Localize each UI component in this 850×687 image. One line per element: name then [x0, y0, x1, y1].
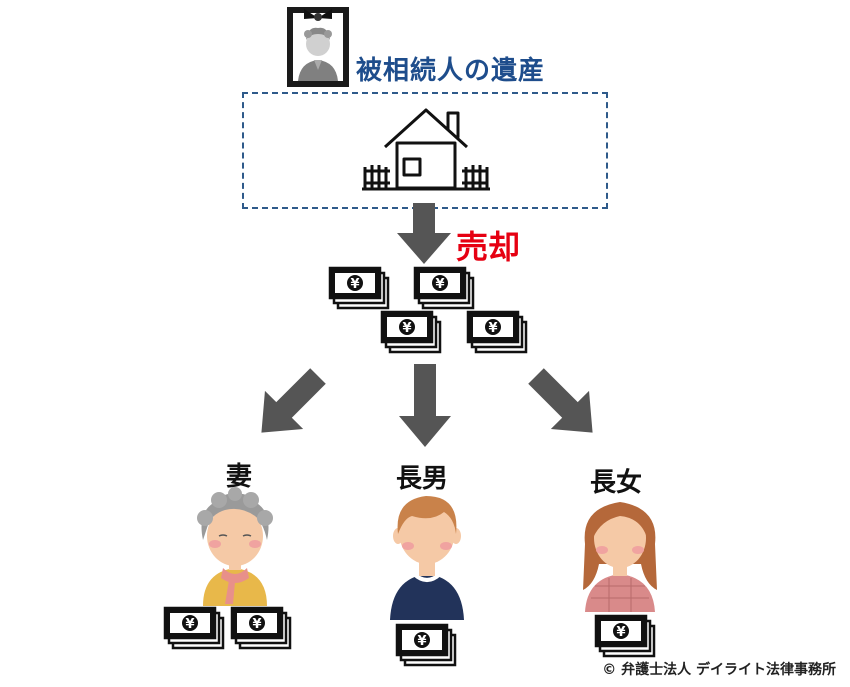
eldest-daughter-icon [583, 502, 657, 612]
copyright-notice: © 弁護士法人 デイライト法律事務所 [602, 662, 836, 678]
money-bundle-icon: ¥ [594, 614, 656, 658]
house-icon [362, 108, 490, 191]
yen-symbol: ¥ [435, 277, 444, 292]
money-bundle-icon: ¥ [380, 310, 442, 354]
money-bundle-icon: ¥ [230, 606, 292, 650]
heir-label-wife: 妻 [225, 462, 252, 492]
yen-symbol: ¥ [185, 617, 194, 632]
yen-symbol: ¥ [252, 617, 261, 632]
arrow-down-center-icon [399, 364, 451, 447]
money-bundle-icon: ¥ [466, 310, 528, 354]
wife-icon [197, 487, 273, 606]
yen-symbol: ¥ [417, 634, 426, 649]
money-bundle-icon: ¥ [395, 623, 457, 667]
eldest-son-icon [390, 496, 464, 620]
arrow-down-right-icon [528, 368, 593, 433]
arrow-down-left-icon [261, 368, 326, 433]
arrow-down-icon [397, 203, 451, 264]
money-bundle-icon: ¥ [328, 266, 390, 310]
deceased-portrait-icon [287, 7, 349, 87]
heir-label-eldest-daughter: 長女 [589, 468, 642, 498]
sale-label: 売却 [456, 228, 521, 266]
yen-symbol: ¥ [616, 625, 625, 640]
money-bundle-icon: ¥ [163, 606, 225, 650]
heir-label-eldest-son: 長男 [395, 464, 448, 494]
yen-symbol: ¥ [402, 321, 411, 336]
estate-title: 被相続人の遺産 [356, 56, 546, 86]
yen-symbol: ¥ [350, 277, 359, 292]
yen-symbol: ¥ [488, 321, 497, 336]
money-bundle-icon: ¥ [413, 266, 475, 310]
